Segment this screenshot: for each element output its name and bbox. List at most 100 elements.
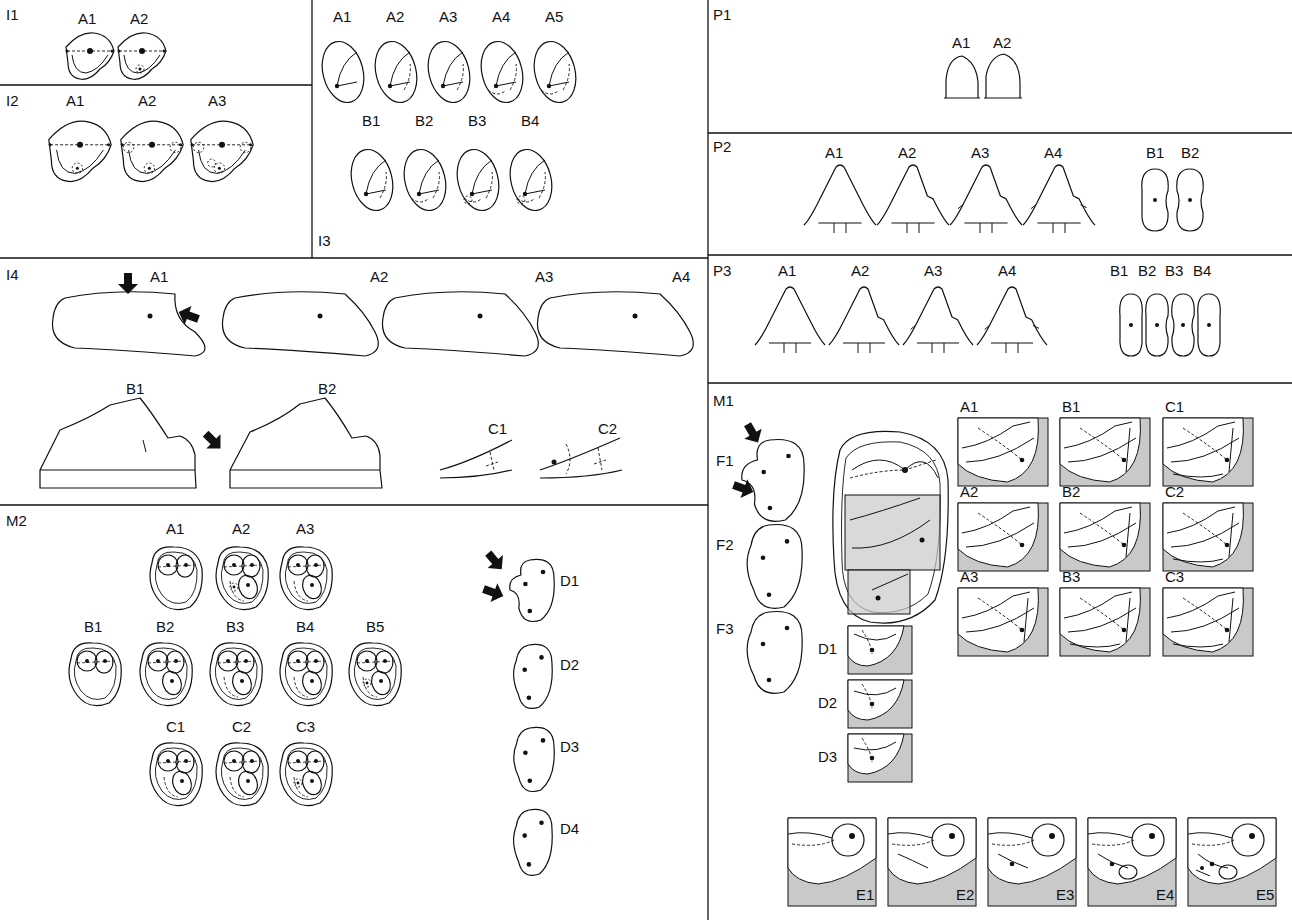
landmark-dot: [494, 84, 498, 88]
landmark-dot: [920, 538, 925, 543]
cusp-ridge: [966, 438, 1034, 462]
landmark-dot: [139, 68, 142, 71]
figure-label: B3: [226, 618, 244, 635]
ridge-line: [366, 160, 386, 194]
enamel-area: [988, 818, 1076, 884]
figure-label: E5: [1256, 886, 1274, 903]
figure-label: B2: [1062, 483, 1080, 500]
landmark-dot: [149, 142, 155, 148]
panel-divider: [0, 504, 708, 505]
dashed-ring: [294, 779, 302, 787]
dashed-groove: [404, 64, 410, 90]
landmark-dot: [66, 50, 69, 53]
dashed-groove: [486, 172, 492, 198]
detail-frame: [848, 570, 910, 614]
premolar-occlusal: [1146, 294, 1169, 356]
incisor-crown: [121, 121, 183, 181]
landmark-dot: [761, 470, 766, 475]
landmark-dot: [541, 570, 546, 575]
figure-label: B4: [1193, 262, 1211, 279]
cusp-ridge: [1229, 598, 1233, 642]
molar-outline: [150, 743, 202, 806]
cusp-ridge: [966, 523, 1034, 547]
detail-box: [1163, 503, 1253, 571]
incisor-crown: [49, 121, 111, 181]
enamel-area: [788, 818, 876, 884]
cusp-ridge: [1173, 644, 1223, 647]
enamel-area: [1088, 818, 1176, 884]
accessory-cusp: [958, 205, 963, 209]
cusp-ridge: [1171, 438, 1239, 462]
landmark-dot: [785, 539, 790, 544]
landmark-dot: [335, 84, 339, 88]
figure-label: A2: [130, 10, 148, 27]
figure-label: A4: [1044, 144, 1062, 161]
figure-label: A5: [545, 8, 563, 25]
incisor-crown: [118, 33, 166, 80]
canine-profile: [944, 56, 980, 98]
premolar-profile: [903, 287, 973, 345]
axis-line: [224, 761, 262, 763]
molar-rim: [285, 748, 327, 800]
molar-outline: [216, 547, 268, 610]
landmark-dot: [111, 50, 114, 53]
dashed-groove: [294, 777, 308, 797]
landmark-dot: [767, 592, 772, 597]
axis-line: [158, 761, 196, 763]
dashed-ring: [170, 142, 180, 152]
figure-label: B2: [1138, 262, 1156, 279]
landmark-dot: [121, 143, 124, 146]
root-line: [992, 223, 993, 233]
cusp-ridge: [1229, 428, 1233, 472]
landmark-dot: [522, 833, 527, 838]
root-line: [870, 343, 871, 353]
figure-label: C3: [1165, 568, 1184, 585]
cusp-ridge: [1070, 644, 1120, 647]
occlusal-outline: [747, 525, 802, 609]
cusp-circle: [299, 573, 324, 602]
figure-label: P1: [713, 6, 731, 23]
landmark-dot: [1122, 458, 1127, 463]
axis-line: [357, 661, 395, 663]
molar-rim: [221, 748, 263, 800]
dashed-ring: [136, 65, 144, 73]
root-line: [1006, 343, 1007, 353]
cusp-ridge: [962, 592, 1030, 618]
crown-base: [917, 343, 959, 344]
landmark-dot: [388, 84, 392, 88]
root-line: [1065, 223, 1066, 233]
landmark-dot: [310, 679, 314, 683]
premolar-occlusal: [1177, 169, 1203, 231]
root-line: [834, 223, 835, 233]
premolar-profile: [950, 165, 1022, 225]
crown-base: [964, 223, 1007, 224]
landmark-dot: [174, 659, 178, 663]
molar-rim: [285, 648, 327, 700]
panel-divider: [311, 0, 312, 258]
figure-label: D3: [818, 748, 837, 765]
dashed-ring: [72, 163, 82, 173]
figure-label: B4: [521, 112, 539, 129]
figure-label: B1: [1146, 144, 1164, 161]
crown-base: [1037, 223, 1080, 224]
figure-label: E1: [856, 886, 874, 903]
dashed-ring: [193, 142, 203, 152]
figure-label: A3: [208, 92, 226, 109]
dashed-groove: [541, 90, 559, 94]
dashed-groove: [464, 198, 482, 202]
incisor-oval: [398, 145, 452, 215]
incisor-oval: [345, 145, 399, 215]
root-line: [919, 223, 920, 233]
landmark-dot: [170, 679, 174, 683]
landmark-dot: [364, 192, 368, 196]
figure-label: I4: [6, 266, 19, 283]
detail-box: [1060, 503, 1150, 571]
panel-divider: [708, 382, 1292, 383]
landmark-dot: [417, 192, 421, 196]
landmark-dot: [318, 314, 323, 319]
cusp-circle: [288, 751, 308, 771]
premolar-occlusal: [1120, 294, 1143, 356]
cusp-circle: [159, 669, 184, 698]
detail-box: [1163, 418, 1253, 486]
landmark-dot: [244, 659, 248, 663]
